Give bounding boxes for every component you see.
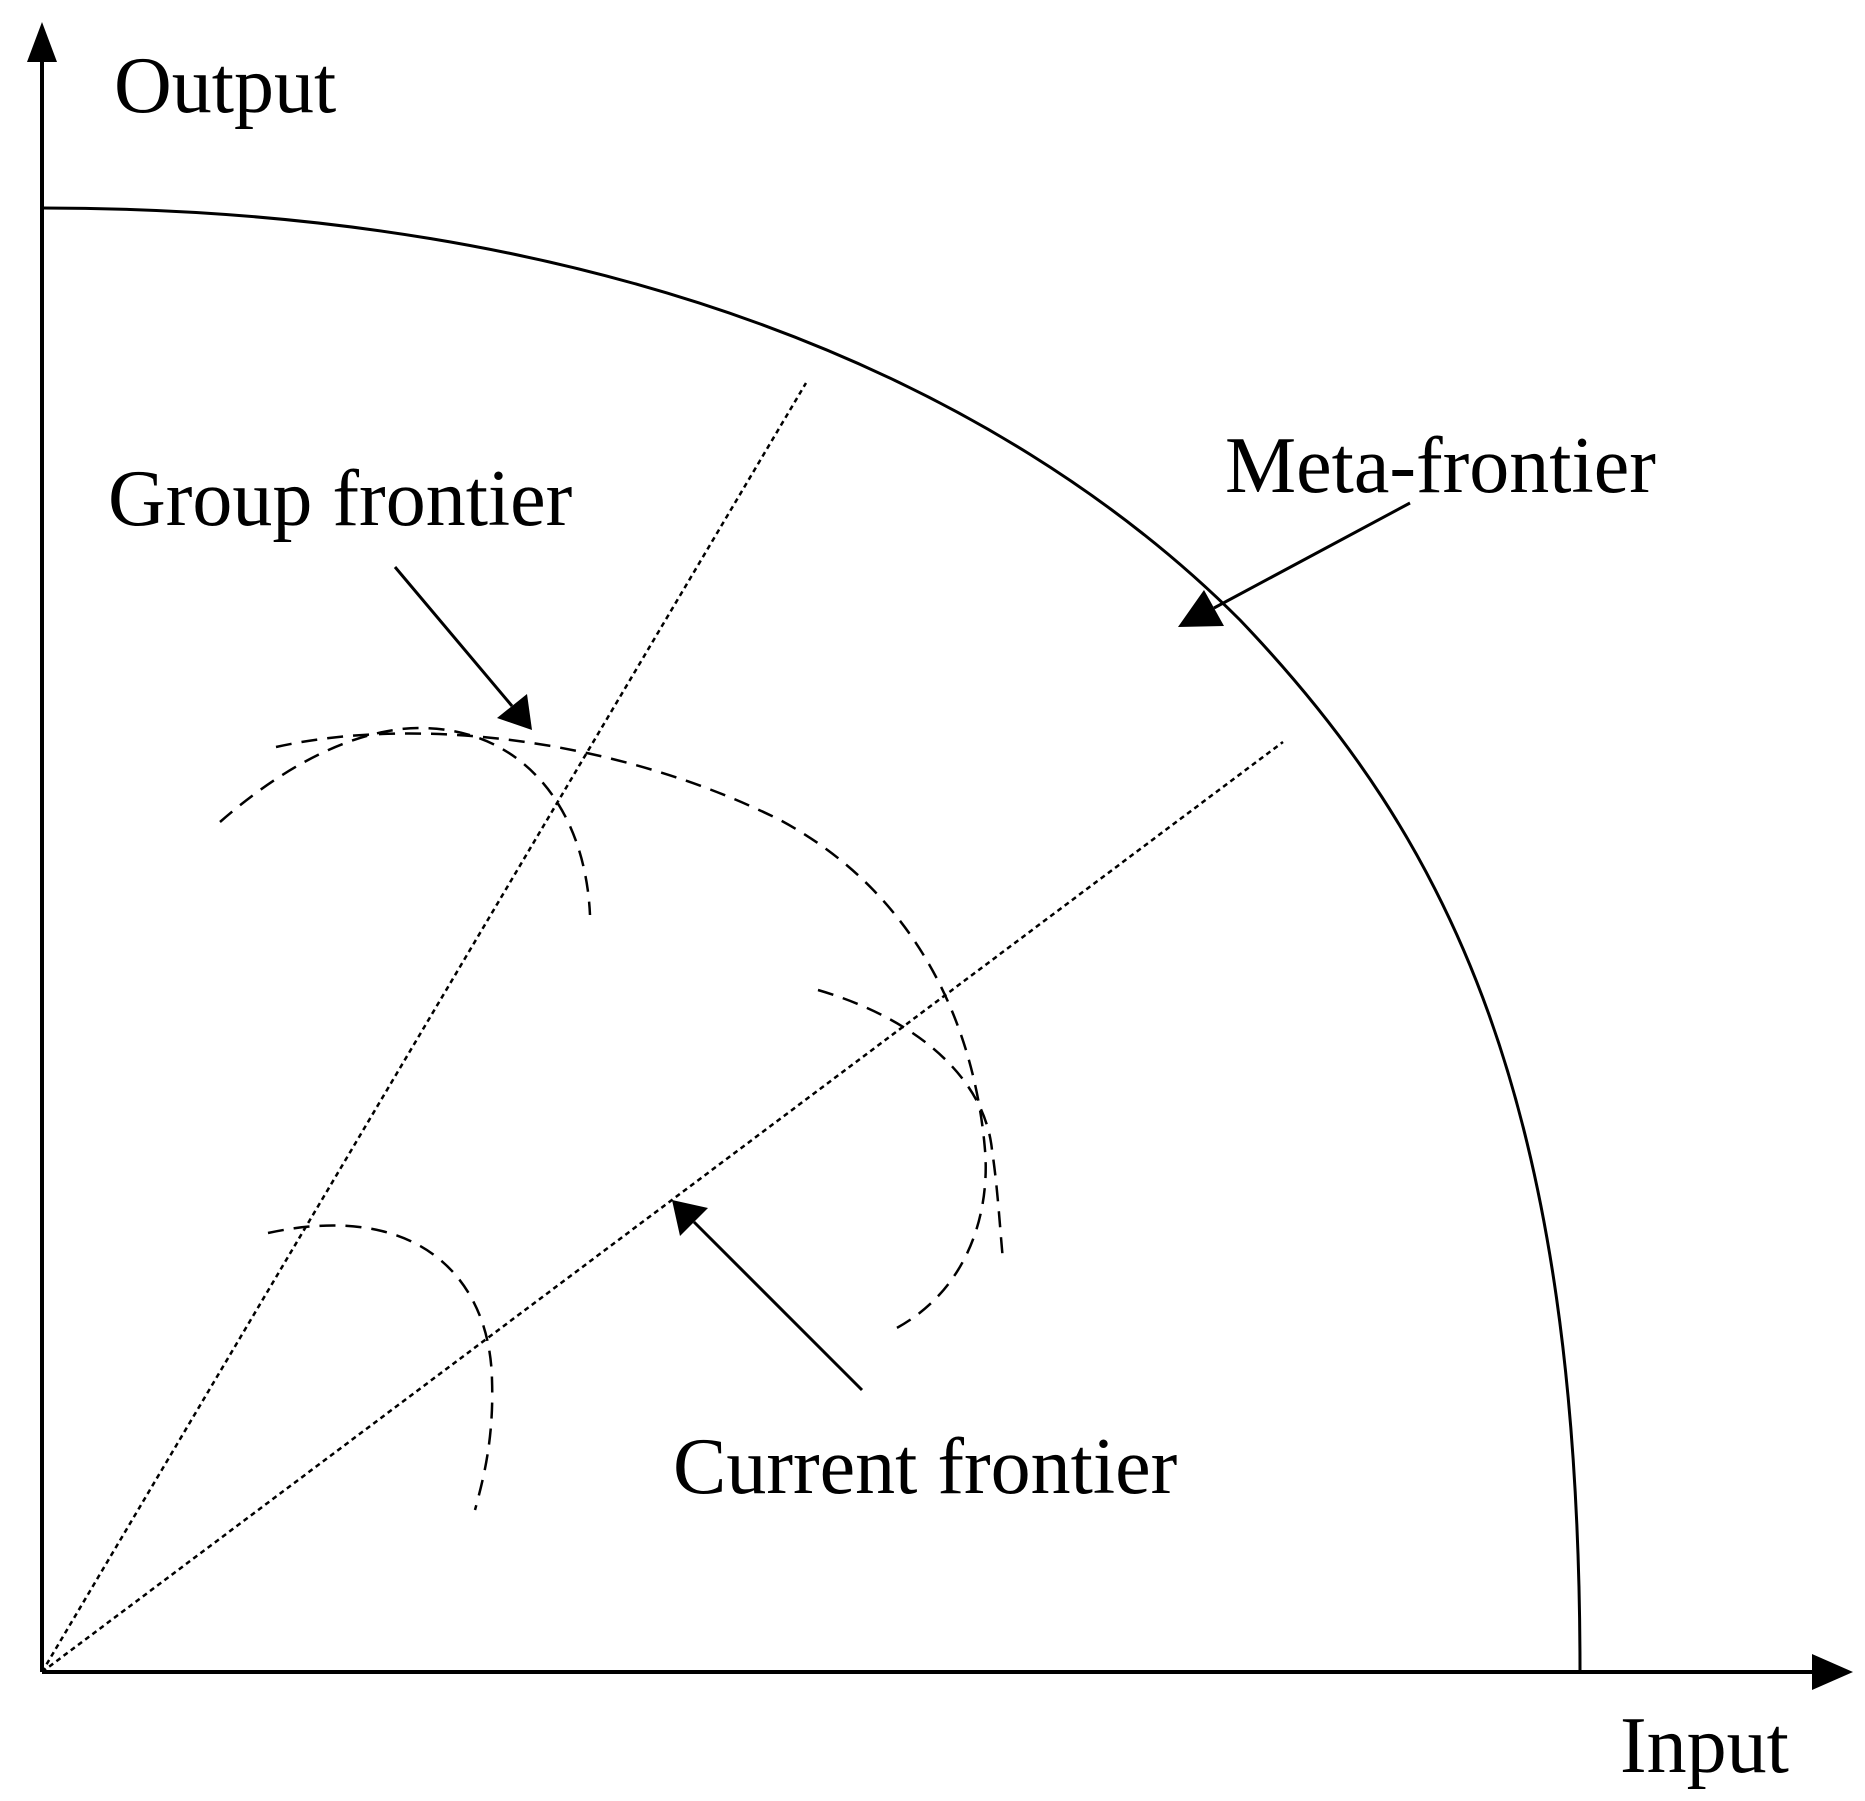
group-frontier-curve-top <box>219 726 592 916</box>
group-frontier-curve-large <box>275 732 987 1332</box>
meta-frontier-pointer <box>1213 501 1411 610</box>
current-frontier-label: Current frontier <box>673 1423 1177 1511</box>
dashed-frontiers <box>219 726 1005 1511</box>
axes <box>27 22 1853 1690</box>
y-axis-arrowhead <box>27 22 57 62</box>
group-frontier-pointer <box>393 566 514 707</box>
current-frontier-pointer-head <box>672 1200 708 1236</box>
ray-steep <box>40 382 808 1673</box>
current-frontier-curve-lower <box>267 1224 494 1511</box>
meta-frontier-pointer-head <box>1178 590 1224 627</box>
ray-shallow <box>41 740 1284 1674</box>
group-frontier-pointer-head <box>497 694 532 730</box>
current-frontier-curve-right <box>817 988 1005 1261</box>
meta-frontier-label: Meta-frontier <box>1225 422 1656 510</box>
x-axis-label: Input <box>1620 1702 1789 1790</box>
y-axis-label: Output <box>114 42 336 130</box>
pointer-arrows <box>393 501 1411 1392</box>
meta-frontier-curve <box>41 206 1582 1673</box>
group-frontier-label: Group frontier <box>108 455 572 543</box>
x-axis-arrowhead <box>1812 1654 1853 1690</box>
current-frontier-pointer <box>692 1220 864 1392</box>
